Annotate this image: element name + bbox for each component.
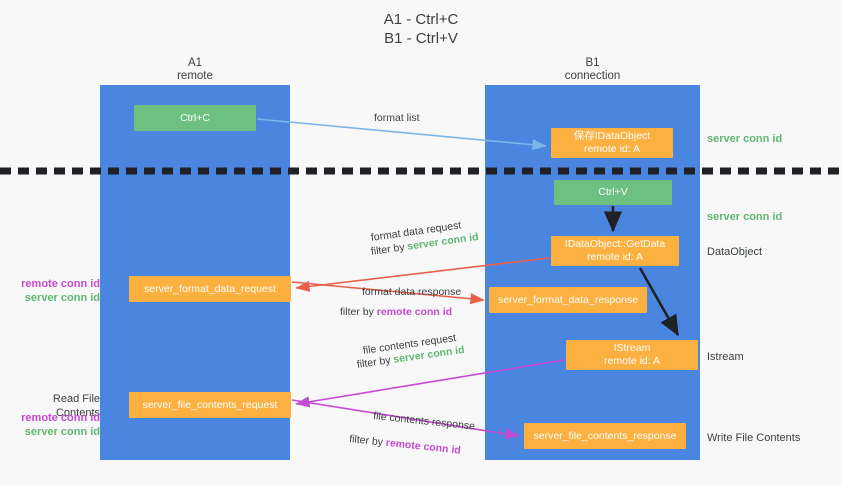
node-save-idataobject[interactable]: 保存IDataObject remote id: A (551, 128, 673, 158)
label-server-conn-id-top: server conn id (707, 133, 783, 145)
column-header-a1: A1 remote (177, 57, 213, 82)
filter-by-text-3: filter by (356, 354, 392, 371)
remote-conn-id-text: remote conn id (376, 306, 453, 318)
label-read-file-contents: Read File Contents (52, 393, 100, 419)
label-server-conn-id: server conn id (24, 292, 100, 304)
node-idataobject-getdata[interactable]: IDataObject::GetData remote id: A (551, 236, 679, 266)
page-title: A1 - Ctrl+C B1 - Ctrl+V (383, 11, 459, 47)
label-server-conn-id-2: server conn id (24, 426, 100, 438)
label-conn-ids-format: remote conn id server conn id (8, 277, 100, 305)
node-server-format-data-request[interactable]: server_format_data_request (129, 276, 291, 302)
label-write-file-contents: Write File Contents (707, 432, 801, 444)
label-istream: Istream (707, 351, 744, 363)
label-remote-conn-id-2: remote conn id (21, 412, 100, 424)
edge-label-file-contents-response: file contents response (372, 409, 476, 433)
label-server-conn-id-mid: server conn id (707, 211, 783, 223)
edge-label-format-data-response: format data response (362, 286, 462, 298)
edge-label-filter-remote-conn-2: filter by remote conn id (349, 432, 462, 458)
column-header-b1: B1 connection (564, 57, 621, 82)
node-istream[interactable]: IStream remote id: A (566, 340, 698, 370)
node-server-format-data-response[interactable]: server_format_data_response (489, 287, 647, 313)
edge-label-filter-remote-conn-1: filter by remote conn id (340, 305, 452, 319)
label-remote-conn-id: remote conn id (21, 278, 100, 290)
filter-by-text-4: filter by (348, 432, 384, 449)
remote-conn-id-text-2: remote conn id (385, 436, 462, 457)
node-ctrl-c[interactable]: Ctrl+C (134, 105, 256, 131)
filter-by-text: filter by (370, 241, 406, 258)
filter-by-text-2: filter by (340, 306, 374, 318)
edge-label-format-list: format list (374, 112, 420, 124)
label-conn-ids-file: remote conn id server conn id (8, 411, 100, 439)
node-server-file-contents-request[interactable]: server_file_contents_request (129, 392, 291, 418)
node-server-file-contents-response[interactable]: server_file_contents_response (524, 423, 686, 449)
node-ctrl-v[interactable]: Ctrl+V (554, 180, 672, 205)
label-dataobject: DataObject (707, 246, 763, 258)
